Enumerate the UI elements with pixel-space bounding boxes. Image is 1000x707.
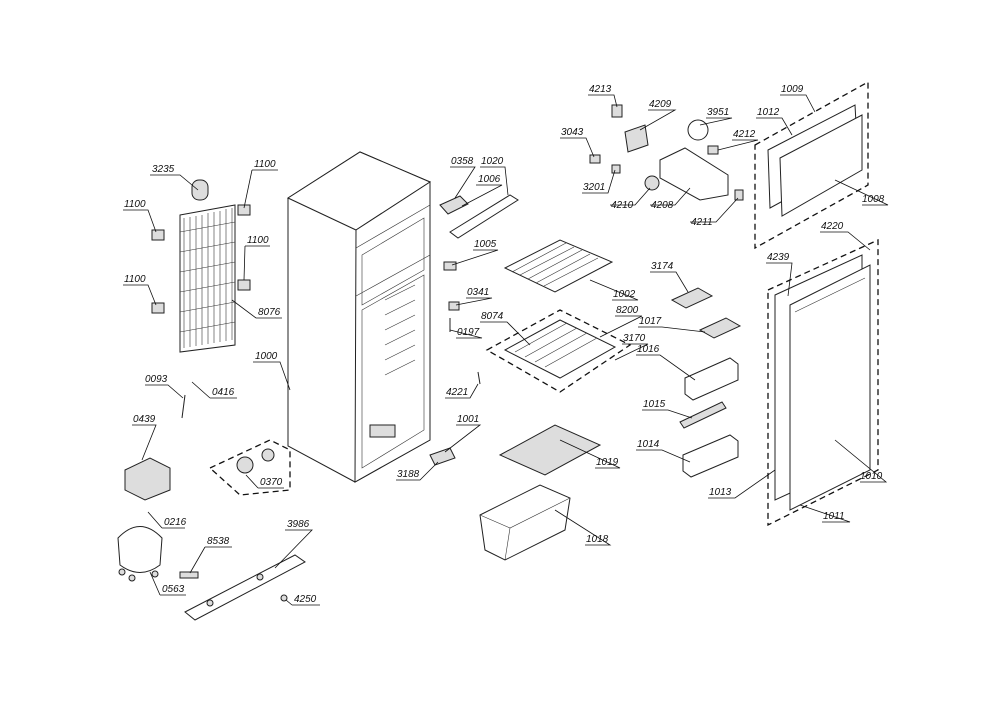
- leader-lines: [123, 94, 889, 606]
- clip-4211: [734, 189, 744, 201]
- label-1009: 1009: [781, 84, 804, 95]
- label-1100-d: 1100: [124, 274, 146, 285]
- label-1001: 1001: [457, 414, 479, 425]
- top-trim-1020: [449, 194, 519, 239]
- part-labels: 3235 1100 1100 1100 1100 8076 1000 0093 …: [124, 84, 885, 605]
- crisper-drawer-1018: [479, 484, 571, 561]
- label-1100-c: 1100: [247, 235, 269, 246]
- label-1010: 1010: [860, 471, 883, 482]
- condenser-coil: [179, 204, 236, 353]
- label-1012: 1012: [757, 107, 780, 118]
- label-1020: 1020: [481, 156, 504, 167]
- clip-1100-c: [237, 279, 251, 291]
- bottle-rack-1015: [679, 401, 727, 429]
- label-4211: 4211: [691, 217, 713, 228]
- label-4250: 4250: [294, 594, 317, 605]
- label-1019: 1019: [596, 457, 619, 468]
- label-4220: 4220: [821, 221, 844, 232]
- label-4239: 4239: [767, 252, 790, 263]
- hinge-1001: [429, 447, 456, 466]
- label-1013: 1013: [709, 487, 732, 498]
- label-1017: 1017: [639, 316, 662, 327]
- label-1016: 1016: [637, 344, 660, 355]
- freezer-door-group: [754, 80, 869, 250]
- cabinet-body: [286, 151, 432, 483]
- label-1100-a: 1100: [124, 199, 146, 210]
- clip-1100-d: [151, 302, 165, 314]
- switch-4212: [707, 145, 719, 155]
- label-1002: 1002: [613, 289, 636, 300]
- clip-1100-a: [151, 229, 165, 241]
- label-1008: 1008: [862, 194, 885, 205]
- glass-shelf-1019: [498, 424, 602, 476]
- label-0358: 0358: [451, 156, 474, 167]
- label-3043: 3043: [561, 127, 584, 138]
- label-1018: 1018: [586, 534, 609, 545]
- label-0093: 0093: [145, 374, 168, 385]
- egg-tray-3174: [670, 287, 714, 309]
- bracket-0341: [448, 301, 460, 311]
- label-1000: 1000: [255, 351, 278, 362]
- door-bin-1014: [682, 434, 739, 478]
- label-8538: 8538: [207, 536, 230, 547]
- label-4209: 4209: [649, 99, 672, 110]
- lamp-cover-4209: [624, 124, 649, 153]
- label-0563: 0563: [162, 584, 185, 595]
- dryer-filter-3235: [191, 179, 209, 201]
- label-8076: 8076: [258, 307, 281, 318]
- screw-4250: [280, 594, 288, 602]
- drip-tray-0439: [124, 457, 171, 501]
- egg-tray-1017: [698, 317, 742, 339]
- label-0341: 0341: [467, 287, 489, 298]
- label-0197: 0197: [457, 327, 480, 338]
- base-plate-3986: [184, 554, 306, 621]
- wire-shelf-1002: [503, 239, 614, 293]
- compressor-0563: [117, 526, 163, 582]
- door-bin-1016: [684, 357, 739, 401]
- thermostat-0370: [208, 439, 291, 496]
- label-1014: 1014: [637, 439, 660, 450]
- knob-3201: [611, 164, 621, 174]
- drain-tube-0093: [181, 394, 186, 419]
- label-0416: 0416: [212, 387, 235, 398]
- label-4213: 4213: [589, 84, 612, 95]
- label-3986: 3986: [287, 519, 310, 530]
- hinge-1006: [439, 195, 469, 215]
- clip-1100-b: [237, 204, 251, 216]
- fridge-door-group: [767, 238, 879, 527]
- label-1100-b: 1100: [254, 159, 276, 170]
- hinge-1005: [443, 261, 457, 271]
- label-3235: 3235: [152, 164, 175, 175]
- label-3188: 3188: [397, 469, 420, 480]
- label-1006: 1006: [478, 174, 501, 185]
- pin-4221: [477, 371, 481, 385]
- housing-4208: [659, 147, 729, 201]
- label-1011: 1011: [823, 511, 845, 522]
- label-4208: 4208: [651, 200, 674, 211]
- label-0439: 0439: [133, 414, 156, 425]
- knob-4210: [644, 175, 660, 191]
- label-0216: 0216: [164, 517, 187, 528]
- label-3170: 3170: [623, 333, 646, 344]
- label-3951: 3951: [707, 107, 729, 118]
- label-8074: 8074: [481, 311, 504, 322]
- label-3201: 3201: [583, 182, 605, 193]
- label-4212: 4212: [733, 129, 756, 140]
- label-3174: 3174: [651, 261, 674, 272]
- light-4213: [611, 104, 623, 118]
- shelf-group-8074: [485, 309, 632, 393]
- lamp-socket-3043: [589, 154, 601, 164]
- label-1015: 1015: [643, 399, 666, 410]
- label-4221: 4221: [446, 387, 468, 398]
- label-8200: 8200: [616, 305, 639, 316]
- relay-8538: [179, 571, 199, 579]
- lamp-3951: [687, 119, 709, 141]
- label-4210: 4210: [611, 200, 634, 211]
- label-1005: 1005: [474, 239, 497, 250]
- label-0370: 0370: [260, 477, 283, 488]
